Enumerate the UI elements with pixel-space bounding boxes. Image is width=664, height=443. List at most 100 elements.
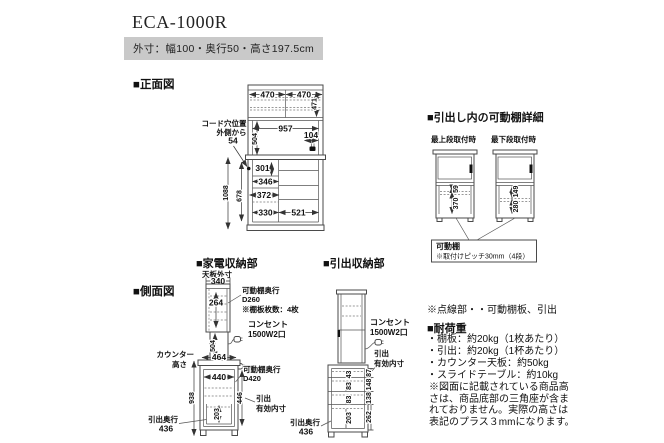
dotted-line-note: ※点線部・・可動棚板、引出: [427, 305, 557, 316]
height-note-line: 表記のプラス３mmになります。: [429, 416, 575, 428]
dim-middle-width: 957: [278, 123, 292, 133]
leader: [244, 397, 256, 403]
drawer-chest: [327, 364, 369, 433]
outer-dimensions-badge: 外寸：幅100・奥行50・高さ197.5cm: [124, 37, 324, 60]
drawer-depth-label: 引出奥行: [290, 417, 320, 427]
door-handle: [529, 164, 533, 173]
dim-top-inner-height: 264: [209, 298, 223, 308]
cord-hole-mark: [246, 166, 251, 171]
load-item: ・棚板：約20kg（1枚あたり）: [427, 334, 565, 345]
height-note-line: さは、商品底部の三角座が含ま: [429, 393, 569, 405]
upper-section: [337, 293, 366, 364]
top-slab: [336, 289, 367, 295]
load-item: ・カウンター天板：約50kg: [427, 358, 549, 369]
dim-line: [205, 277, 231, 285]
drawer-front-lines: [279, 170, 319, 200]
dim-drawer2-inner: 83: [346, 382, 353, 390]
drawer-section-heading: ■引出収納部: [323, 258, 385, 270]
upper-cabinet: [205, 283, 231, 333]
dim-drawer1-inner: 43: [346, 371, 353, 379]
dim-drawer-depth: 436: [299, 427, 313, 437]
dim-outlet-offset: 104: [304, 130, 318, 140]
effective-label1: 引出: [374, 348, 389, 358]
foot: [361, 431, 368, 438]
lower-shelf-dashes: [204, 387, 234, 397]
outlet-label-line2: 1500W2口: [370, 328, 408, 337]
dim-lower-inner-height: 678: [237, 190, 244, 202]
height-note: ※図面に記載されている商品高 さは、商品底部の三角座が含ま れておりません。実際…: [429, 382, 574, 428]
door-handle: [469, 164, 473, 173]
lower-frame: [252, 159, 319, 223]
leader: [227, 294, 242, 304]
outlet-label-line2: 1500W2口: [248, 330, 286, 339]
dim-drawer3-inner: 83: [346, 396, 353, 404]
outlet-plug-icon: [364, 339, 384, 350]
drawer-side-view-drawing: コンセント 1500W2口 引出 有効内寸 43 83 83 203 87 14…: [289, 289, 411, 438]
slide-table-lines: [252, 175, 279, 189]
counter-label-line1: カウンター: [157, 349, 195, 359]
drawer-effective-label2: 有効内寸: [256, 403, 286, 413]
upper-shelf-dashes: [342, 305, 361, 317]
effective-label2: 有効内寸: [374, 358, 404, 368]
dim-drawer2-opening: 148: [366, 379, 373, 391]
cord-hole-leader: [233, 145, 248, 167]
shelf-callout-line2: ※取付けピッチ30mm（4段）: [436, 252, 529, 261]
dim-top-width-right: 470: [297, 89, 311, 99]
dim-bottom-width-left: 330: [258, 207, 272, 217]
dim-drawer-inner-height: 203: [214, 408, 221, 420]
dim-drawer1-opening: 87: [366, 369, 373, 377]
appliance-section-heading: ■家電収納部: [196, 258, 258, 270]
leader: [371, 367, 376, 372]
dim-top-width-left: 470: [260, 89, 274, 99]
counter-slab: [245, 154, 326, 160]
door-handle: [337, 330, 340, 337]
outlet-icon: [309, 143, 316, 151]
dim-middle-height: 504: [252, 133, 259, 145]
outlet-plug-icon: [227, 336, 243, 345]
shelf-callout-box: [431, 239, 537, 263]
foot: [231, 429, 238, 436]
dim-bottom-slot-upper: 149: [513, 186, 520, 198]
dim-drawer-open-height: 446: [237, 392, 244, 404]
dim-bottom-width-right: 521: [291, 207, 305, 217]
bottom-slot-label: 最下段取付時: [491, 135, 536, 144]
callout-leaders: [455, 217, 516, 241]
counter-label-line2: 高さ: [172, 359, 187, 369]
dim-lower-height: 1088: [223, 185, 230, 201]
upper-section-lines: [338, 294, 365, 363]
foot: [328, 431, 335, 438]
load-capacity-list: ・棚板：約20kg（1枚あたり） ・引出：約20kg（1杯あたり） ・カウンター…: [427, 334, 564, 382]
leader: [320, 420, 332, 427]
dim-top-slot-lower: 370: [453, 198, 460, 210]
dim-drawer4-inner: 203: [346, 412, 353, 424]
dim-bottom-slot-lower: 280: [513, 201, 520, 213]
dim-mid-height: 504: [210, 340, 217, 352]
cabinet-base: [246, 224, 325, 231]
shelf-depth-value: D260: [242, 295, 260, 304]
shelf-callout-line1: 可動棚: [436, 241, 460, 251]
dim-drawer4-opening: 262: [366, 411, 373, 423]
leader: [178, 419, 207, 424]
shelf-count-label: ※棚板枚数：4枚: [242, 304, 299, 314]
dim-counter-depth: 464: [212, 352, 226, 362]
top-slot-label: 最上段取付時: [431, 135, 476, 144]
page-title: ECA-1000R: [132, 12, 228, 32]
chest-inner: [331, 368, 365, 429]
appliance-side-view-drawing: 天板外寸 340 264 可動棚奥行 D260 ※棚板枚数：4枚 504 コンセ…: [147, 268, 300, 436]
shelf-detail-heading: ■引出し内の可動棚詳細: [427, 112, 544, 124]
dim-drawer3-opening: 138: [366, 392, 373, 404]
drawer-rim-dashes: [332, 371, 364, 409]
outlet-label-line1: コンセント: [370, 318, 410, 327]
top-panel-label: 天板外寸: [202, 269, 232, 279]
shelf-detail-drawing: 59 370 149 280 可動棚 ※取付けピッチ30mm（4段）: [431, 149, 538, 263]
cord-hole-label-line2: 外側から: [217, 127, 247, 137]
load-item: ・スライドテーブル：約10kg: [427, 370, 559, 381]
side-view-heading: ■側面図: [133, 286, 175, 298]
drawer-depth-label: 引出奥行: [148, 414, 178, 424]
load-item: ・引出：約20kg（1杯あたり）: [427, 346, 565, 357]
shelf-detail-bottom-slot-cabinet: 149 280: [492, 149, 538, 222]
dim-open-height: 301: [255, 163, 269, 173]
front-view-heading: ■正面図: [133, 79, 175, 91]
